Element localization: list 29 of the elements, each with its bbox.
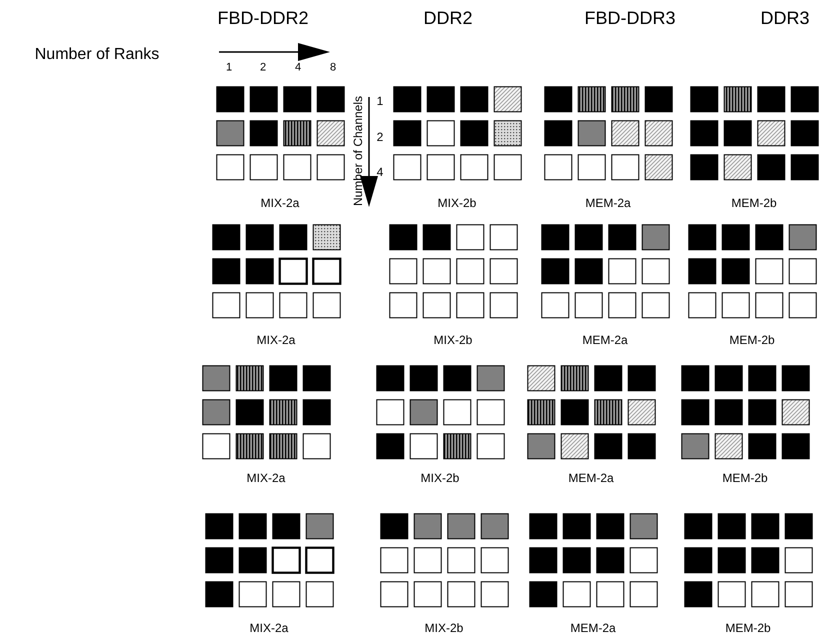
grid-caption: MEM-2b — [722, 472, 768, 484]
axis-tick-label: 2 — [260, 62, 266, 74]
axis-title: Number of Ranks — [34, 47, 160, 63]
axis-tick-label: 1 — [376, 95, 384, 107]
grid-caption: MIX-2b — [420, 472, 460, 484]
axis-title: Number of Channels — [352, 96, 364, 206]
grid-caption: MEM-2a — [582, 334, 628, 346]
axis-tick-label: 4 — [376, 166, 384, 178]
grid-caption: MIX-2a — [256, 334, 296, 346]
grid-caption: MEM-2b — [729, 334, 775, 346]
axis-tick-label: 4 — [294, 62, 302, 74]
grid-caption: MIX-2b — [434, 334, 472, 346]
grid-caption: MEM-2a — [585, 197, 631, 209]
grid-caption: MEM-2a — [570, 622, 616, 634]
column-header: FBD-DDR3 — [584, 9, 676, 27]
axis-tick-label: 2 — [376, 131, 384, 143]
axis-tick-label: 8 — [330, 62, 336, 74]
grid-caption: MIX-2a — [246, 472, 286, 484]
grid-caption: MIX-2a — [260, 197, 300, 209]
grid-caption: MIX-2a — [250, 622, 288, 634]
grid-caption: MIX-2b — [438, 197, 476, 209]
grid-caption: MIX-2b — [424, 622, 464, 634]
column-header: DDR3 — [760, 9, 810, 27]
axis-tick-label: 1 — [226, 62, 232, 74]
grid-caption: MEM-2a — [568, 472, 614, 484]
column-header: FBD-DDR2 — [218, 9, 308, 27]
grid-caption: MEM-2b — [731, 197, 777, 209]
column-header: DDR2 — [424, 9, 472, 27]
grid-caption: MEM-2b — [725, 622, 771, 634]
